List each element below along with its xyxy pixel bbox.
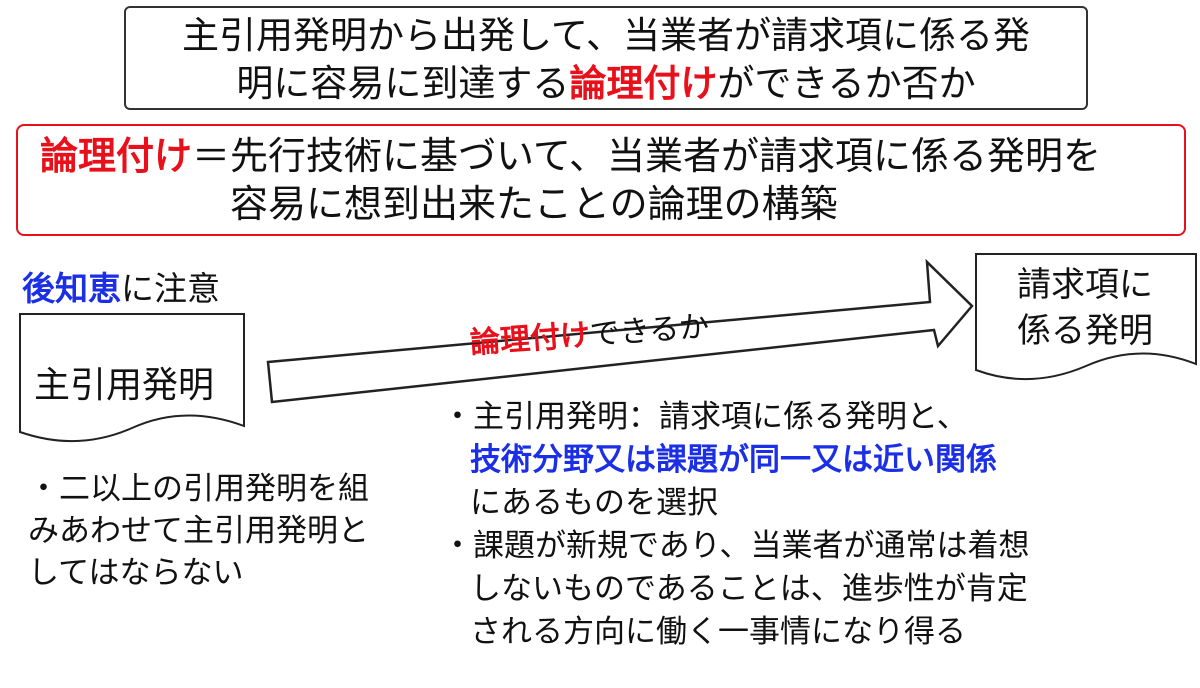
claimed-invention-label: 請求項に 係る発明	[1000, 262, 1170, 354]
selection-notes: ・主引用発明：請求項に係る発明と、 技術分野又は課題が同一又は近い関係 にあるも…	[442, 396, 1182, 654]
definition-box: 論理付け＝先行技術に基づいて、当業者が請求項に係る発明を 容易に想到出来たことの…	[16, 124, 1186, 236]
definition-line-1: 論理付け＝先行技術に基づいて、当業者が請求項に係る発明を	[40, 132, 1101, 180]
note-2-line-1: ・課題が新規であり、当業者が通常は着想	[442, 528, 1030, 564]
combination-note-line-2: みあわせて主引用発明と	[28, 513, 369, 549]
question-box: 主引用発明から出発して、当業者が請求項に係る発 明に容易に到達する論理付けができ…	[124, 6, 1088, 110]
note-1-line-1: ・主引用発明：請求項に係る発明と、	[442, 399, 968, 435]
note-2-line-2: しないものであることは、進歩性が肯定	[470, 571, 1028, 607]
definition-term: 論理付け	[40, 134, 193, 178]
note-1-line-3: にあるものを選択	[470, 485, 718, 521]
reasoning-arrow-shape	[266, 258, 974, 404]
arrow-label-rest: できるか	[588, 309, 711, 353]
definition-line-1-rest: ＝先行技術に基づいて、当業者が請求項に係る発明を	[192, 134, 1101, 178]
definition-line-2: 容易に想到出来たことの論理の構築	[230, 182, 838, 226]
main-reference-label: 主引用発明	[34, 365, 215, 406]
claimed-invention-document-shape	[975, 253, 1197, 381]
note-1-line-2: 技術分野又は課題が同一又は近い関係	[470, 442, 997, 478]
combination-note-line-3: してはならない	[28, 555, 244, 591]
question-highlight: 論理付け	[569, 62, 718, 105]
question-line-2-post: ができるか否か	[717, 62, 976, 105]
question-line-1: 主引用発明から出発して、当業者が請求項に係る発	[181, 14, 1031, 57]
note-2-line-3: される方向に働く一事情になり得る	[470, 614, 966, 650]
hindsight-term: 後知恵	[22, 269, 121, 308]
claimed-invention-line-2: 係る発明	[1017, 311, 1153, 351]
claimed-invention-line-1: 請求項に	[1017, 265, 1153, 305]
hindsight-rest: に注意	[121, 269, 220, 308]
combination-note-line-1: ・二以上の引用発明を組	[28, 471, 369, 507]
hindsight-caution: 後知恵に注意	[22, 262, 220, 310]
combination-note: ・二以上の引用発明を組 みあわせて主引用発明と してはならない	[28, 468, 418, 594]
question-line-2-pre: 明に容易に到達する	[236, 62, 570, 105]
main-reference-document-shape	[19, 313, 245, 443]
arrow-label-highlight: 論理付け	[469, 317, 592, 361]
question-line-2: 明に容易に到達する論理付けができるか否か	[126, 60, 1086, 108]
